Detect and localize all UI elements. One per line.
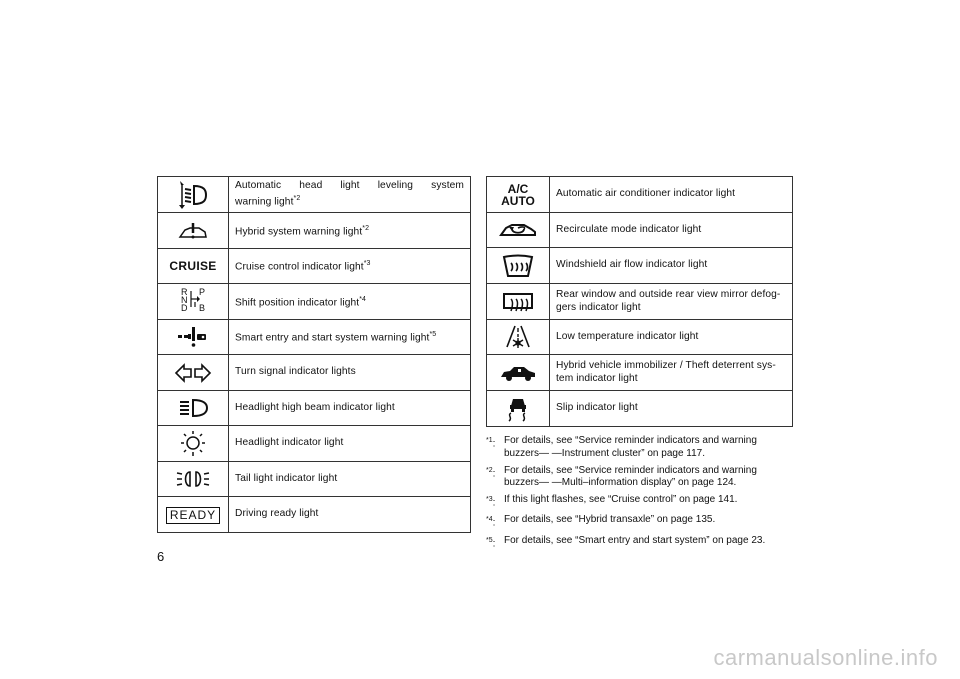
footnote: *5: For details, see “Smart entry and st…: [486, 535, 791, 551]
table-row: Headlight high beam indicator light: [157, 390, 471, 426]
right-indicator-table: A/C AUTO Automatic air conditioner indic…: [486, 176, 793, 427]
footnote: *3: If this light flashes, see “Cruise c…: [486, 494, 791, 510]
footnote: *1: For details, see “Service reminder i…: [486, 435, 791, 460]
row-label: Hybrid system warning light: [235, 225, 363, 237]
table-row: Hybrid vehicle immobilizer / Theft deter…: [486, 354, 793, 391]
rear-defogger-icon: [503, 292, 533, 311]
slip-indicator-icon: [508, 398, 526, 422]
footnote-mark: *2: [486, 466, 493, 474]
footnote-mark: *3: [363, 260, 371, 268]
footnote-text: For details, see “Service reminder indic…: [504, 464, 757, 476]
ac-auto-icon: A/C AUTO: [487, 183, 549, 207]
ready-icon-text: READY: [165, 506, 221, 524]
shift-letter: N: [181, 295, 188, 305]
recirculate-icon: [499, 224, 536, 236]
footnote-mark: *2: [362, 224, 370, 232]
auto-text: AUTO: [501, 193, 535, 208]
table-row: Recirculate mode indicator light: [486, 212, 793, 248]
shift-position-icon: R P N D B: [173, 285, 213, 313]
row-label-cont: tem indicator light: [556, 372, 638, 384]
row-label: Low temperature indicator light: [556, 330, 699, 342]
ac-text: A/C: [507, 181, 529, 196]
footnote-text-cont: buzzers— —Multi–information display” on …: [504, 477, 737, 488]
footnote-text-cont: buzzers— —Instrument cluster” on page 11…: [504, 447, 706, 459]
row-label: Headlight high beam indicator light: [235, 401, 395, 413]
footnote-text: If this light flashes, see “Cruise contr…: [504, 494, 738, 505]
footnote-mark: *4: [359, 295, 367, 303]
row-label: Headlight indicator light: [235, 437, 344, 449]
immobilizer-icon: [501, 366, 535, 381]
row-label: Cruise control indicator light: [235, 261, 364, 273]
row-label: Turn signal indicator lights: [235, 366, 356, 378]
footnote-mark: *4: [486, 516, 493, 524]
footnote: *2: For details, see “Service reminder i…: [486, 465, 791, 490]
row-label: Shift position indicator light: [235, 296, 360, 308]
row-label-cont: gers indicator light: [556, 301, 641, 313]
footnote-text: For details, see “Smart entry and start …: [504, 534, 766, 546]
table-row: Smart entry and start system warning lig…: [157, 319, 471, 355]
row-label: Automatic air conditioner indicator ligh…: [556, 188, 736, 200]
row-label-end: warning light: [235, 196, 294, 208]
row-label: Automatic head light leveling system: [235, 180, 464, 192]
shift-letter: P: [199, 287, 206, 297]
turn-signal-icon: [174, 362, 212, 383]
table-row: A/C AUTO Automatic air conditioner indic…: [486, 176, 793, 213]
row-label: Hybrid vehicle immobilizer / Theft deter…: [556, 360, 776, 371]
left-indicator-table: Automatic head light leveling system war…: [157, 176, 471, 533]
table-row: Turn signal indicator lights: [157, 354, 471, 391]
watermark[interactable]: carmanualsonline.info: [713, 645, 938, 670]
footnote: *4: For details, see “Hybrid transaxle” …: [486, 514, 791, 530]
shift-letter: R: [181, 287, 188, 297]
smart-key-icon: [178, 327, 206, 347]
low-temperature-icon: [506, 325, 530, 348]
footnotes: *1: For details, see “Service reminder i…: [486, 435, 791, 555]
table-row: Automatic head light leveling system war…: [157, 176, 471, 213]
table-row: Windshield air flow indicator light: [486, 247, 793, 284]
table-row: CRUISE Cruise control indicator light*3: [157, 248, 471, 284]
windshield-airflow-icon: [502, 254, 534, 277]
row-label: Smart entry and start system warning lig…: [235, 332, 430, 344]
shift-letter: B: [199, 303, 206, 313]
high-beam-icon: [180, 398, 209, 418]
footnote-mark: *3: [486, 496, 493, 503]
table-row: Low temperature indicator light: [486, 319, 793, 355]
footnote-mark: *5: [486, 536, 493, 544]
tail-light-icon: [176, 471, 210, 487]
table-row: Rear window and outside rear view mirror…: [486, 283, 793, 320]
headlight-indicator-icon: [181, 430, 205, 456]
row-label-cont: warning light*2: [235, 193, 464, 209]
page-number: 6: [157, 549, 165, 564]
shift-letter: D: [181, 303, 188, 313]
footnote-mark: *1: [486, 437, 493, 444]
row-label: Windshield air flow indicator light: [556, 259, 708, 271]
shift-gate-icon: [190, 291, 200, 307]
headlight-leveling-icon: [179, 180, 208, 209]
row-label: Driving ready light: [235, 508, 319, 520]
row-label: Slip indicator light: [556, 402, 638, 414]
table-row: Hybrid system warning light*2: [157, 212, 471, 249]
footnote-mark: *2: [293, 194, 301, 202]
table-row: Headlight indicator light: [157, 425, 471, 462]
footnote-mark: *5: [429, 331, 437, 339]
hybrid-system-warning-icon: [178, 222, 207, 238]
row-label: Recirculate mode indicator light: [556, 223, 702, 235]
table-row: Tail light indicator light: [157, 461, 471, 497]
footnote-text: For details, see “Service reminder indic…: [504, 435, 757, 446]
table-row: READY Driving ready light: [157, 496, 471, 533]
row-label: Rear window and outside rear view mirror…: [556, 289, 781, 300]
table-row: Slip indicator light: [486, 390, 793, 427]
cruise-icon-text: CRUISE: [169, 259, 217, 273]
table-row: R P N D B Shift position indicator light…: [157, 283, 471, 320]
row-label: Tail light indicator light: [235, 472, 338, 484]
footnote-text: For details, see “Hybrid transaxle” on p…: [504, 514, 716, 526]
